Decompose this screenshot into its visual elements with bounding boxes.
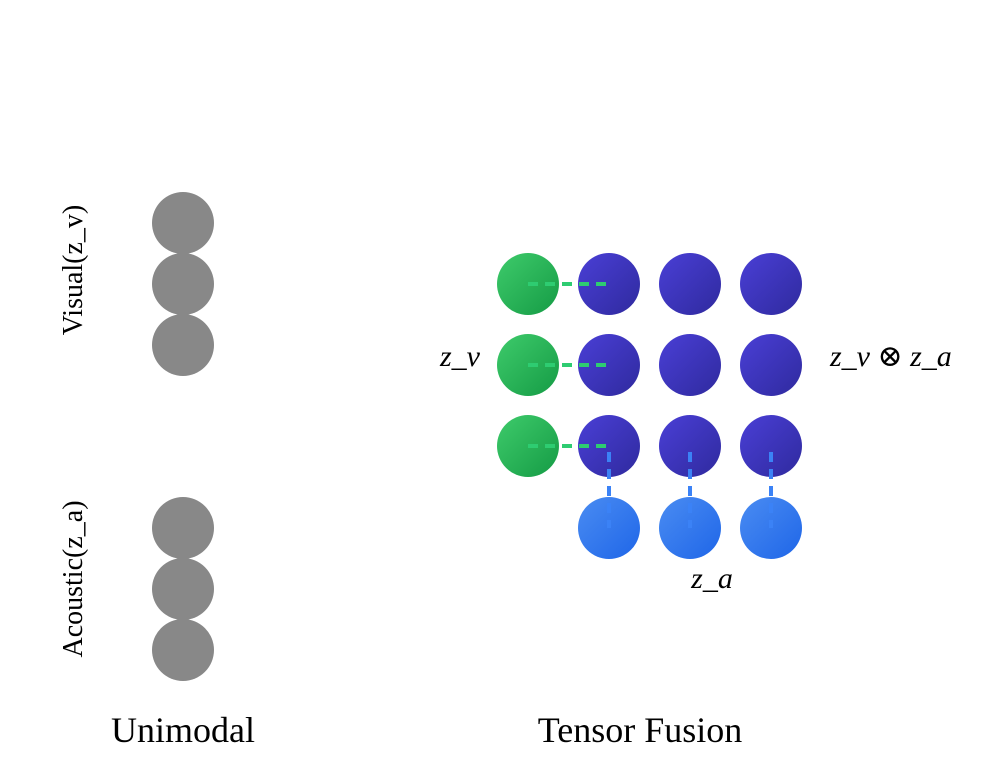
- visual-label: Visual(z_v): [58, 205, 89, 336]
- za-connectors: [607, 452, 773, 528]
- za-label: z_a: [690, 562, 733, 595]
- acoustic-nodes: [152, 497, 214, 681]
- product-node: [578, 253, 640, 315]
- tensor-fusion-caption: Tensor Fusion: [538, 710, 743, 750]
- product-node: [659, 334, 721, 396]
- acoustic-label: Acoustic(z_a): [58, 500, 89, 657]
- product-node: [659, 253, 721, 315]
- product-nodes: [578, 253, 802, 477]
- acoustic-node: [152, 619, 214, 681]
- visual-node: [152, 253, 214, 315]
- product-node: [659, 415, 721, 477]
- product-label: z_v ⊗ z_a: [829, 340, 952, 373]
- visual-node: [152, 314, 214, 376]
- product-node: [740, 415, 802, 477]
- acoustic-node: [152, 497, 214, 559]
- zv-connectors: [528, 282, 606, 448]
- product-node: [578, 415, 640, 477]
- visual-node: [152, 192, 214, 254]
- acoustic-node: [152, 558, 214, 620]
- unimodal-caption: Unimodal: [111, 710, 255, 750]
- product-node: [578, 334, 640, 396]
- product-node: [740, 334, 802, 396]
- zv-label: z_v: [439, 340, 481, 373]
- visual-nodes: [152, 192, 214, 376]
- product-node: [740, 253, 802, 315]
